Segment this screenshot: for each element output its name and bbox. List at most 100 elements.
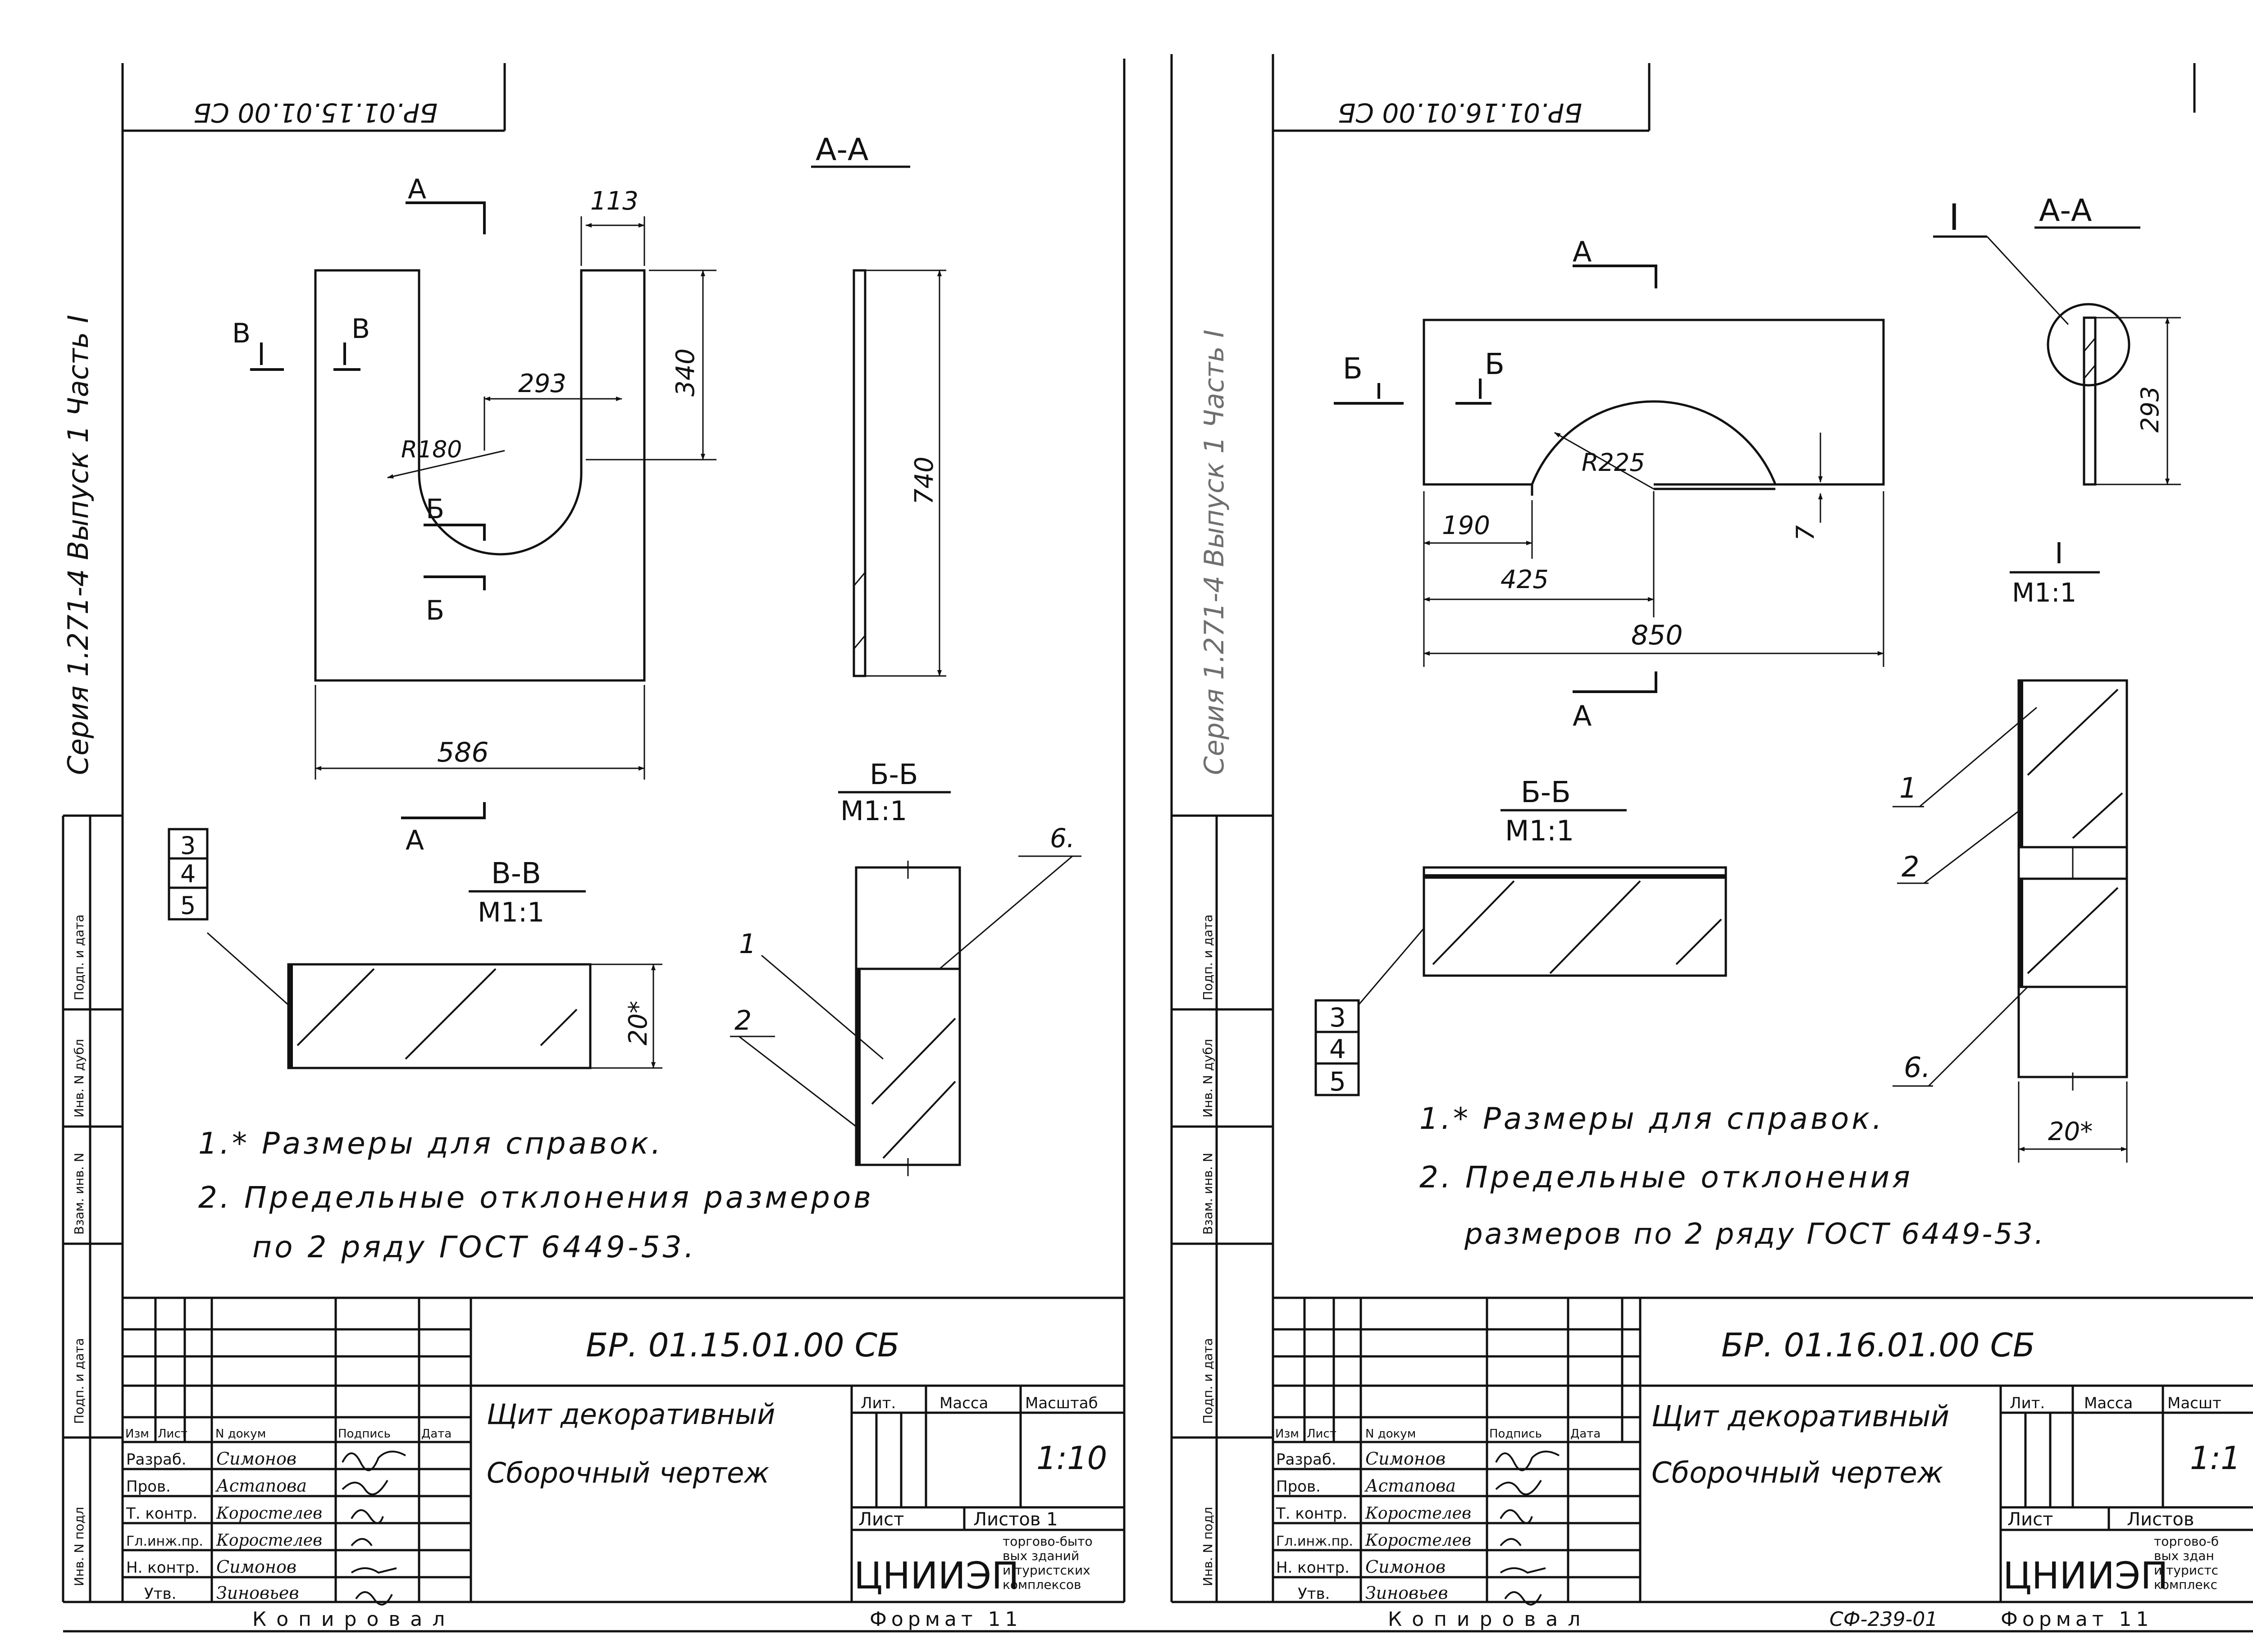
left-section-bb-scale: М1:1 <box>840 795 907 827</box>
right-h-date: Дата <box>1570 1427 1601 1441</box>
right-dim-20: 20* <box>2048 1117 2093 1146</box>
left-signatures <box>342 1451 406 1606</box>
left-org-2: вых зданий <box>1003 1548 1079 1563</box>
strip-label-r1: Инв. N подл <box>1200 1507 1215 1586</box>
right-name-5: Симонов <box>1365 1557 1446 1577</box>
right-role-6: Утв. <box>1298 1585 1330 1603</box>
right-dim-425: 425 <box>1500 565 1549 594</box>
left-section-bb-label: Б-Б <box>870 758 918 791</box>
right-note-2a: 2. Предельные отклонения <box>1419 1160 1913 1195</box>
doc-code-bottom: СФ-239-01 <box>1829 1608 1938 1631</box>
right-detail-label-2: I <box>2055 537 2063 570</box>
margin-series-left: Серия 1.271-4 Выпуск 1 Часть I <box>62 315 95 775</box>
right-section-aa-view <box>1986 236 2181 486</box>
left-callout-2: 2 <box>734 1005 752 1036</box>
right-h-sign: Подпись <box>1489 1427 1542 1441</box>
right-arrow-a-bottom: А <box>1573 699 1592 732</box>
left-h-izm: Изм <box>125 1427 149 1441</box>
left-title-code: БР. 01.15.01.00 СБ <box>586 1326 899 1364</box>
left-dim-20: 20* <box>624 1001 653 1045</box>
left-title-name-2: Сборочный чертеж <box>487 1456 769 1489</box>
right-section-bb-label: Б-Б <box>1521 776 1571 809</box>
left-org-3: и туристских <box>1003 1563 1090 1578</box>
left-section-vv-scale: М1:1 <box>478 897 544 928</box>
left-arrow-a-top: А <box>408 173 426 205</box>
right-stack-5: 5 <box>1329 1066 1346 1097</box>
right-sheets-label: Листов <box>2127 1509 2194 1530</box>
right-name-2: Астапова <box>1364 1476 1456 1496</box>
right-sheet-label: Лист <box>2007 1509 2053 1530</box>
left-name-3: Коростелев <box>216 1504 322 1523</box>
mirrored-stamp-left: БР.01.15.01.00 СБ <box>193 97 438 128</box>
right-callout-1: 1 <box>1899 771 1917 804</box>
left-role-3: Т. контр. <box>126 1505 197 1523</box>
right-arrow-b-1: Б <box>1343 352 1363 386</box>
strip-label-2: Подп. и дата <box>72 1338 87 1424</box>
left-dim-r180: R180 <box>401 436 462 463</box>
left-stack-3: 3 <box>180 831 196 860</box>
left-arrow-v-1: В <box>232 318 251 349</box>
right-front-view <box>1334 265 1885 693</box>
right-note-1: 1.* Размеры для справок. <box>1419 1101 1884 1136</box>
left-scale-value: 1:10 <box>1036 1440 1107 1477</box>
right-role-2: Пров. <box>1276 1478 1321 1496</box>
left-stack-4: 4 <box>180 860 196 888</box>
strip-label-4: Инв. N дубл <box>72 1039 87 1118</box>
left-section-vv-label: В-В <box>491 857 541 890</box>
left-scale-header: Масштаб <box>1025 1394 1098 1412</box>
left-front-view <box>250 201 716 819</box>
right-title-code: БР. 01.16.01.00 СБ <box>1721 1326 2035 1364</box>
right-title-name-1: Щит декоративный <box>1651 1400 1949 1433</box>
right-detail-view <box>1893 679 2128 1163</box>
strip-label-3: Взам. инв. N <box>72 1153 87 1235</box>
right-org-logo: ЦНИИЭП <box>2003 1555 2168 1597</box>
right-callout-2: 2 <box>1902 850 1919 883</box>
left-arrow-v-2: В <box>351 313 370 345</box>
left-dim-113: 113 <box>590 187 639 216</box>
left-name-2: Астапова <box>215 1476 307 1496</box>
left-role-5: Н. контр. <box>126 1559 200 1577</box>
left-arrow-b-2: Б <box>426 595 444 626</box>
right-scale-value: 1:1 <box>2190 1440 2241 1477</box>
sheet-frames <box>62 54 2253 1633</box>
left-dim-340: 340 <box>671 348 700 397</box>
strip-label-r3: Взам. инв. N <box>1200 1153 1215 1235</box>
left-name-4: Коростелев <box>216 1531 322 1550</box>
format-label-right: Формат 11 <box>2001 1608 2153 1631</box>
right-h-doc: N докум <box>1365 1427 1416 1441</box>
right-name-6: Зиновьев <box>1365 1583 1448 1603</box>
left-role-1: Разраб. <box>126 1451 187 1469</box>
right-name-4: Коростелев <box>1365 1531 1471 1550</box>
right-name-3: Коростелев <box>1365 1504 1471 1523</box>
copied-label-right: Копировал <box>1388 1608 1590 1631</box>
right-h-list: Лист <box>1307 1427 1336 1441</box>
left-org-logo: ЦНИИЭП <box>854 1555 1019 1597</box>
left-h-list: Лист <box>158 1427 187 1441</box>
right-section-bb-view <box>1314 866 1727 1096</box>
right-dim-850: 850 <box>1631 620 1683 651</box>
right-detail-label: I <box>1949 196 1960 238</box>
left-note-2b: по 2 ряду ГОСТ 6449-53. <box>252 1230 697 1264</box>
right-stack-3: 3 <box>1329 1002 1346 1033</box>
left-dim-740: 740 <box>910 456 939 505</box>
strip-label-5: Подп. и дата <box>72 914 87 1000</box>
right-detail-scale: М1:1 <box>2012 577 2076 608</box>
left-org-4: комплексов <box>1003 1577 1081 1592</box>
left-stack-5: 5 <box>180 891 196 920</box>
left-h-sign: Подпись <box>338 1427 391 1441</box>
left-arrow-b-1: Б <box>426 493 444 525</box>
left-note-2a: 2. Предельные отклонения размеров <box>198 1180 874 1215</box>
left-sheet-label: Лист <box>858 1509 904 1530</box>
right-signatures <box>1495 1451 1560 1606</box>
left-name-5: Симонов <box>216 1557 296 1577</box>
right-h-izm: Изм <box>1275 1427 1299 1441</box>
right-dim-7: 7 <box>1791 525 1820 541</box>
right-org-1: торгово-б <box>2154 1534 2219 1549</box>
left-section-vv-view <box>168 828 662 1069</box>
right-scale-header: Масшт <box>2167 1394 2221 1412</box>
left-sheets-label: Листов 1 <box>973 1509 1058 1530</box>
right-mass: Масса <box>2084 1394 2133 1412</box>
left-h-date: Дата <box>421 1427 452 1441</box>
right-note-2b: размеров по 2 ряду ГОСТ 6449-53. <box>1464 1218 2045 1251</box>
left-dim-293: 293 <box>518 369 566 398</box>
